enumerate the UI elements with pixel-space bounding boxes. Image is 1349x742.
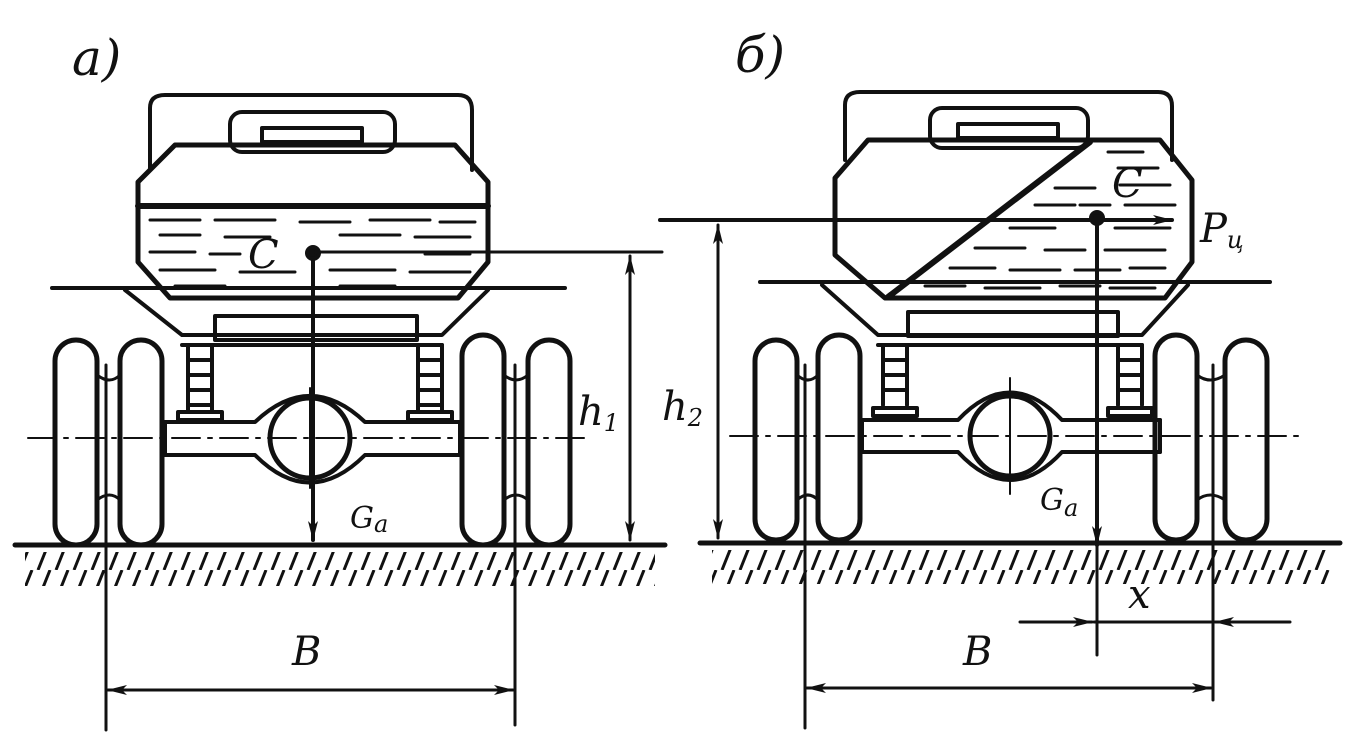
panel-label-a: а) [72,29,121,87]
liquid-hatch-b [923,150,1177,290]
cab-a [148,93,474,172]
height-label-a: h1 [578,389,619,437]
track-label-b: B [962,629,992,675]
cab-window-inner-a [260,126,364,144]
panel-label-b: б) [735,26,785,84]
wheel-left-inner-a [117,337,165,548]
chassis-box-b [906,310,1120,338]
cg-label-a: C [248,232,279,278]
force-label-b: Pц [1199,206,1244,254]
wheel-left-outer-b [752,337,800,543]
chassis-box-a [213,314,419,342]
tank-b [832,137,1195,301]
offset-label-b: x [1128,572,1151,618]
cg-label-b: C [1112,161,1143,207]
wheel-right-outer-a [525,337,573,548]
wheel-right-inner-a [459,332,507,548]
ground-hatching-b [712,550,1332,584]
wheel-right-inner-b [1152,332,1200,543]
spring-right-a [406,343,454,422]
panel-b [658,90,1343,730]
cab-window-a [228,110,397,154]
ground-hatching-a [25,552,655,586]
cab-window-b [928,106,1090,150]
spring-right-b [1106,343,1154,418]
panel-a [12,93,668,732]
wheel-left-outer-a [52,337,100,548]
track-label-a: B [291,629,321,675]
wheel-right-outer-b [1222,337,1270,543]
cab-window-inner-b [956,122,1060,140]
spring-left-b [871,343,919,418]
cab-b [843,90,1174,162]
weight-label-a: Ga [350,501,388,538]
spring-left-a [176,343,224,422]
weight-label-b: Ga [1040,483,1078,522]
wheel-left-inner-b [815,332,863,543]
height-label-b: h2 [662,384,703,432]
